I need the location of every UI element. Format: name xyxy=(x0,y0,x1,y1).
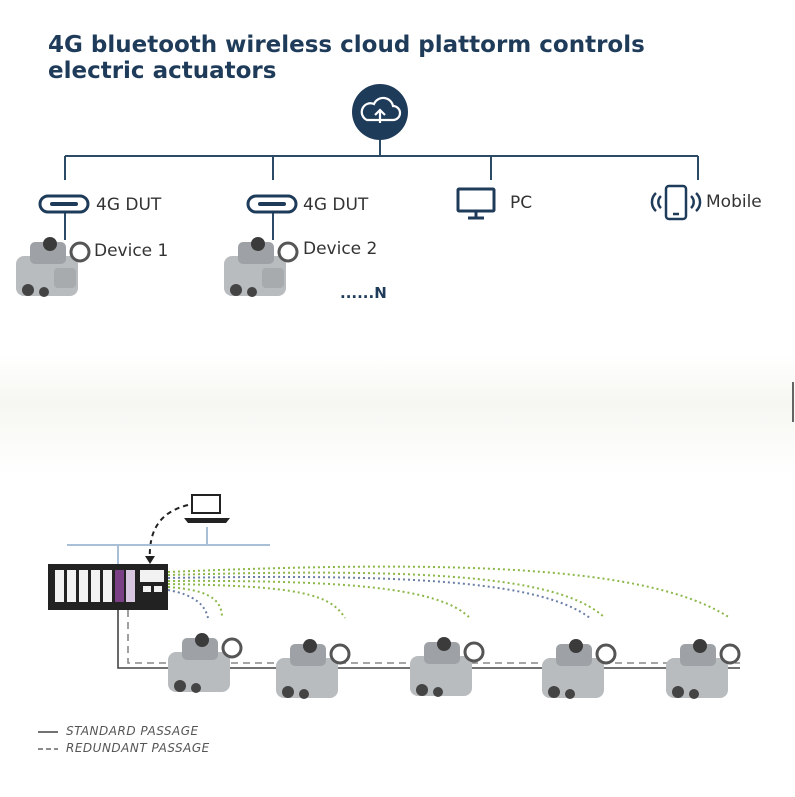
top-network-diagram: 4G DUT 4G DUT PC Mobile Device 1 xyxy=(16,84,762,302)
wireless-links xyxy=(167,565,731,619)
usb-c-icon xyxy=(38,194,90,214)
device-label-2: Device 2 xyxy=(303,239,377,259)
cloud-upload-icon xyxy=(352,84,408,140)
device-label-1: Device 1 xyxy=(94,241,168,261)
actuator-image xyxy=(666,639,741,699)
bus-line xyxy=(67,527,270,565)
node-label-mobile: Mobile xyxy=(706,192,762,212)
wired-passages xyxy=(117,610,740,669)
node-label-pc: PC xyxy=(510,193,532,213)
laptop-icon xyxy=(184,494,230,523)
actuator-image xyxy=(224,237,299,297)
usb-c-icon xyxy=(246,194,298,214)
legend-redundant: REDUNDANT PASSAGE xyxy=(66,741,210,755)
actuator-image xyxy=(410,637,485,697)
more-devices-label: ......N xyxy=(340,284,387,302)
bottom-network-diagram: STANDARD PASSAGE REDUNDANT PASSAGE xyxy=(38,382,794,755)
actuator-image xyxy=(542,639,617,699)
legend: STANDARD PASSAGE REDUNDANT PASSAGE xyxy=(38,724,210,755)
node-label-1: 4G DUT xyxy=(96,195,162,215)
controller-rack xyxy=(48,564,168,610)
actuator-image xyxy=(168,633,243,693)
actuator-image xyxy=(276,639,351,699)
background-fade xyxy=(0,355,795,475)
mobile-icon xyxy=(650,184,702,221)
node-label-2: 4G DUT xyxy=(303,195,369,215)
laptop-link xyxy=(148,504,189,563)
title-line-1: 4G bluetooth wireless cloud plattorm con… xyxy=(48,32,645,58)
monitor-icon xyxy=(456,187,496,220)
tree-lines xyxy=(64,140,699,240)
page-title: 4G bluetooth wireless cloud plattorm con… xyxy=(48,32,748,84)
legend-standard: STANDARD PASSAGE xyxy=(66,724,199,738)
actuator-image xyxy=(16,237,91,297)
title-line-2: electric actuators xyxy=(48,58,277,84)
